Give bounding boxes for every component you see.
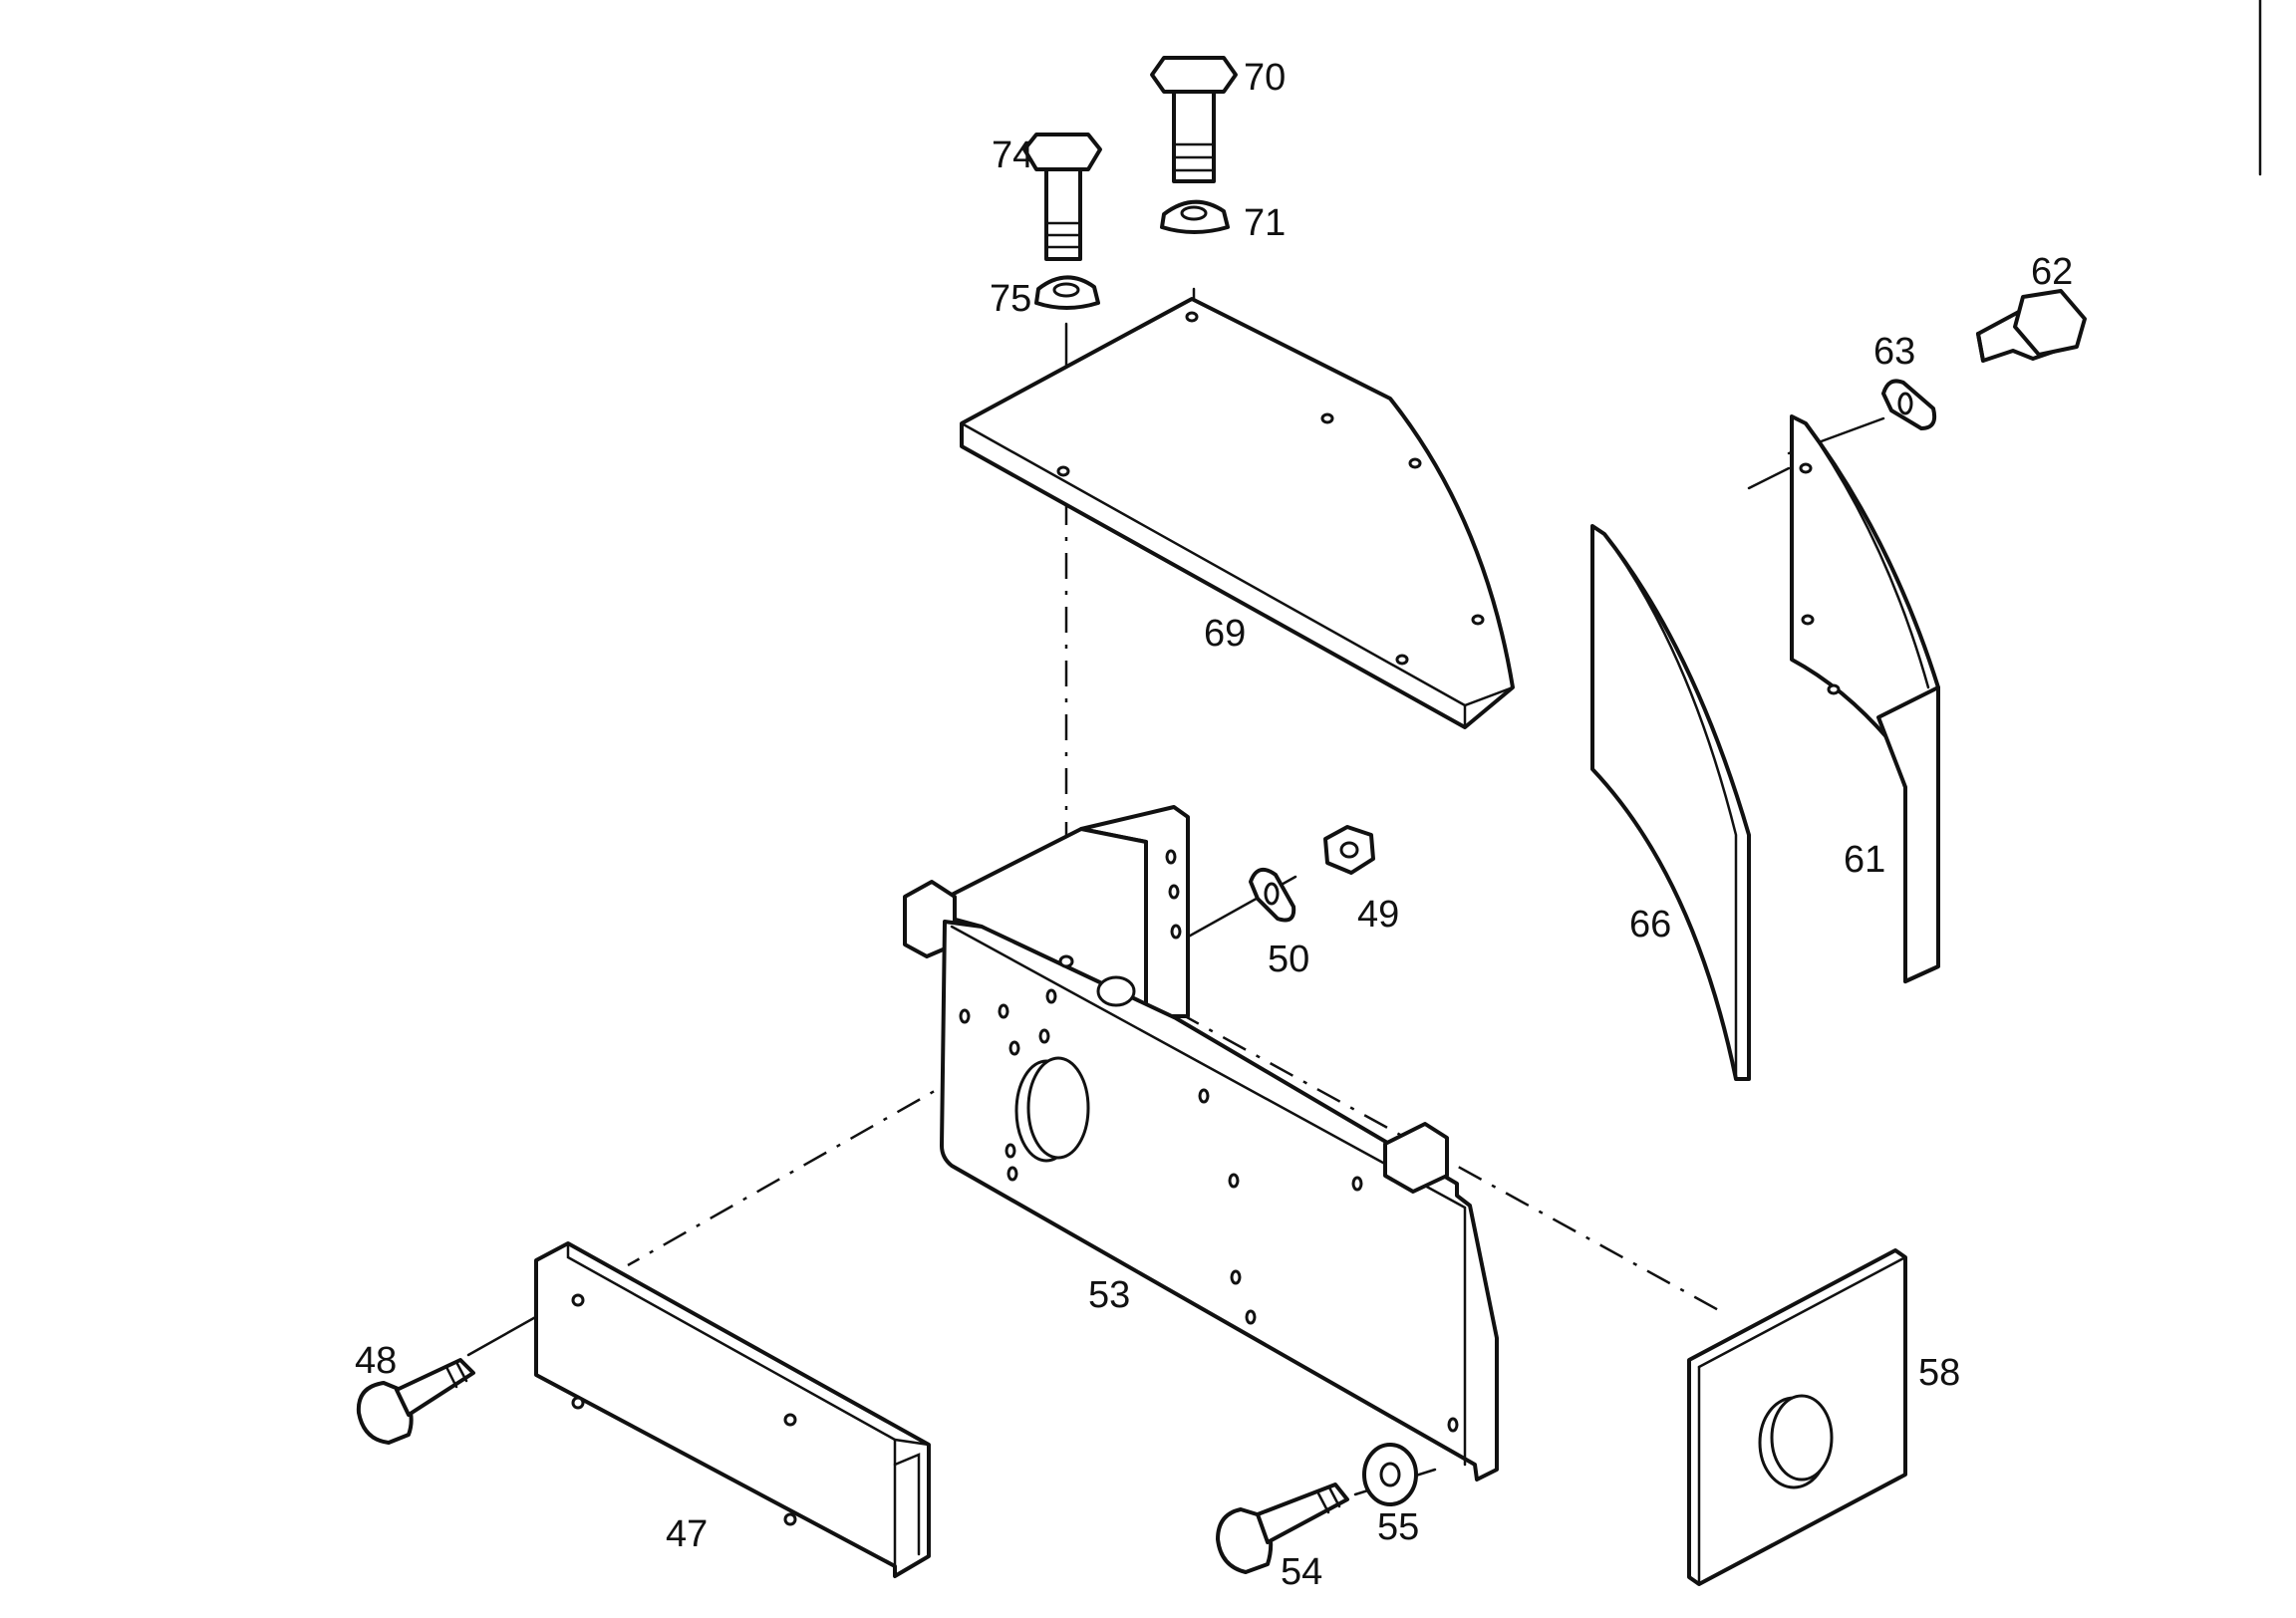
- part-49-nut: [1323, 825, 1375, 875]
- label-47: 47: [666, 1513, 708, 1555]
- label-53: 53: [1088, 1274, 1130, 1316]
- part-71-lock-washer: [1160, 199, 1230, 234]
- label-63: 63: [1873, 331, 1915, 373]
- part-69-top-plate: [960, 297, 1515, 729]
- part-70-bolt: [1150, 56, 1238, 183]
- label-70: 70: [1244, 57, 1286, 99]
- label-71: 71: [1244, 202, 1286, 244]
- label-69: 69: [1204, 613, 1246, 655]
- label-66: 66: [1629, 904, 1671, 945]
- part-62-bolt: [1976, 289, 2087, 363]
- part-48-bolt: [356, 1358, 475, 1445]
- label-62: 62: [2031, 251, 2073, 293]
- part-74-bolt: [1022, 133, 1102, 261]
- label-48: 48: [355, 1340, 397, 1382]
- part-61-curved-guard: [1790, 414, 1940, 983]
- label-54: 54: [1281, 1551, 1322, 1593]
- label-58: 58: [1918, 1352, 1960, 1394]
- part-labels: 70 74 71 75 62 63 69 61 49 66 50 53 48 5…: [355, 57, 2073, 1593]
- label-61: 61: [1844, 839, 1885, 881]
- label-55: 55: [1377, 1506, 1419, 1548]
- part-55-washer: [1362, 1443, 1418, 1506]
- label-50: 50: [1268, 939, 1309, 980]
- label-74: 74: [992, 135, 1033, 176]
- label-49: 49: [1357, 894, 1399, 936]
- part-75-lock-washer: [1034, 275, 1100, 310]
- part-53-main-frame: [903, 805, 1499, 1482]
- part-63-lock-washer: [1881, 379, 1937, 430]
- part-47-channel: [534, 1241, 931, 1578]
- part-66-curved-plate: [1590, 524, 1751, 1081]
- part-54-bolt: [1216, 1483, 1349, 1574]
- label-75: 75: [990, 278, 1031, 320]
- part-58-square-plate: [1687, 1248, 1907, 1586]
- part-50-lock-washer: [1249, 867, 1296, 923]
